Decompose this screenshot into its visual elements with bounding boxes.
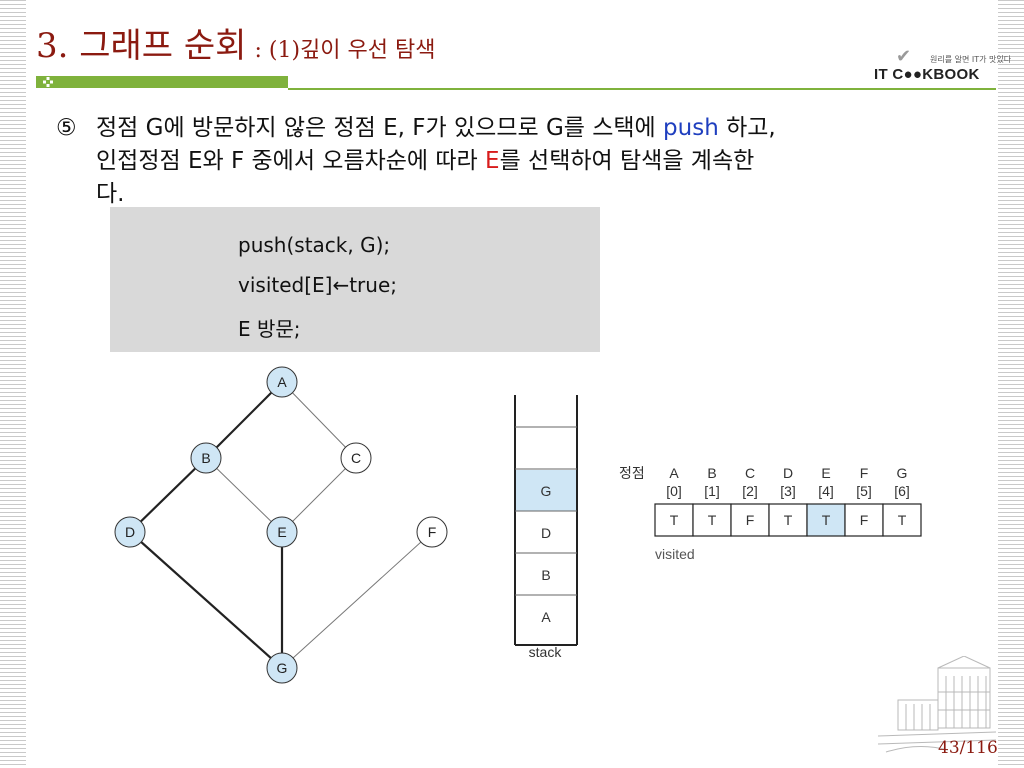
visited-value: T bbox=[784, 512, 793, 528]
text-line2-b: 를 선택하여 탐색을 계속한 bbox=[499, 148, 755, 174]
right-stripe-decoration bbox=[998, 0, 1024, 768]
visited-value: T bbox=[898, 512, 907, 528]
vertex-index: [1] bbox=[704, 483, 720, 499]
it-cookbook-logo: IT C●●KBOOK bbox=[874, 66, 980, 83]
title-main: 3. 그래프 순회 bbox=[36, 26, 247, 66]
code-line-3: E 방문; bbox=[238, 317, 301, 341]
visited-value: T bbox=[708, 512, 717, 528]
vertex-index: [0] bbox=[666, 483, 682, 499]
vertex-header: A bbox=[669, 465, 679, 481]
vertex-header: F bbox=[860, 465, 869, 481]
visited-cell bbox=[692, 503, 732, 537]
stack-item: D bbox=[541, 525, 551, 541]
title-subtitle: : (1)깊이 우선 탐색 bbox=[254, 38, 436, 63]
graph-node-c: C bbox=[340, 442, 372, 474]
graph-edge-c-e bbox=[281, 457, 357, 533]
stack-item: A bbox=[541, 609, 551, 625]
stack-label: stack bbox=[529, 644, 563, 660]
vertex-index: [5] bbox=[856, 483, 872, 499]
visited-cell bbox=[730, 503, 770, 537]
visited-cell bbox=[882, 503, 922, 537]
graph-node-label: C bbox=[351, 450, 361, 466]
vertex-row-label: 정점 bbox=[619, 466, 645, 482]
stack-diagram: G D B A stack bbox=[514, 395, 578, 660]
text-line2-a: 인접정점 E와 F 중에서 오름차순에 따라 bbox=[96, 148, 486, 174]
graph-node-label: A bbox=[277, 374, 287, 390]
stack-top-highlight bbox=[516, 470, 576, 511]
code-box: push(stack, G); visited[E]←true; E 방문; bbox=[110, 207, 600, 352]
explanation-text: ⑤ 정점 G에 방문하지 않은 정점 E, F가 있으므로 G를 스택에 push… bbox=[56, 112, 986, 211]
visited-cell bbox=[806, 503, 846, 537]
vertex-index: [3] bbox=[780, 483, 796, 499]
logo-tagline: 원리를 알면 IT가 맛있다 bbox=[930, 55, 1012, 64]
graph-edge-a-b bbox=[205, 381, 283, 459]
visited-value: T bbox=[822, 512, 831, 528]
visited-cell bbox=[768, 503, 808, 537]
graph-node-label: D bbox=[125, 524, 135, 540]
graph-node-label: B bbox=[201, 450, 210, 466]
vertex-index: [4] bbox=[818, 483, 834, 499]
decorative-cross-icon bbox=[43, 77, 53, 87]
graph-edge-b-e bbox=[205, 457, 283, 533]
stack-item: G bbox=[541, 483, 552, 499]
step-number: ⑤ bbox=[56, 115, 77, 141]
graph-node-label: E bbox=[277, 524, 286, 540]
vertex-header: B bbox=[707, 465, 716, 481]
vertex-header: E bbox=[821, 465, 830, 481]
vertex-header: G bbox=[897, 465, 908, 481]
graph-edge-f-g bbox=[281, 531, 433, 669]
graph-diagram: A B C D E F G bbox=[114, 366, 448, 684]
graph-edge-b-d bbox=[129, 457, 207, 533]
title-underline bbox=[288, 88, 996, 90]
vertex-header: C bbox=[745, 465, 755, 481]
vertex-header: D bbox=[783, 465, 793, 481]
graph-node-f: F bbox=[416, 516, 448, 548]
title-accent-bar bbox=[36, 76, 288, 88]
checkmark-icon: ✔ bbox=[896, 46, 912, 67]
graph-edge-a-c bbox=[281, 381, 357, 459]
visited-caption: visited bbox=[655, 546, 695, 562]
text-line1-b: 하고, bbox=[718, 115, 776, 141]
selected-vertex-e: E bbox=[485, 148, 500, 174]
stack-item: B bbox=[541, 567, 550, 583]
graph-edge-d-g bbox=[129, 531, 283, 669]
page-number: 43/116 bbox=[938, 738, 998, 758]
slide-title: 3. 그래프 순회 : (1)깊이 우선 탐색 bbox=[36, 18, 435, 67]
graph-node-g: G bbox=[266, 652, 298, 684]
building-illustration bbox=[878, 656, 996, 753]
graph-node-e: E bbox=[266, 516, 298, 548]
visited-array: 정점 A [0] T B [1] T C [2] F D [3] T E [4] T F [5] F G [6] T v… bbox=[619, 465, 922, 562]
visited-value: F bbox=[860, 512, 869, 528]
graph-node-b: B bbox=[190, 442, 222, 474]
code-line-2: visited[E]←true; bbox=[238, 273, 397, 297]
left-stripe-decoration bbox=[0, 0, 26, 768]
visited-cell bbox=[654, 503, 694, 537]
vertex-index: [2] bbox=[742, 483, 758, 499]
graph-node-a: A bbox=[266, 366, 298, 398]
text-line3: 다. bbox=[96, 181, 125, 207]
graph-node-label: G bbox=[277, 660, 288, 676]
code-line-1: push(stack, G); bbox=[238, 233, 391, 257]
visited-value: F bbox=[746, 512, 755, 528]
visited-value: T bbox=[670, 512, 679, 528]
text-line2: 인접정점 E와 F 중에서 오름차순에 따라 E를 선택하여 탐색을 계속한 bbox=[56, 145, 986, 178]
graph-node-d: D bbox=[114, 516, 146, 548]
vertex-index: [6] bbox=[894, 483, 910, 499]
graph-node-label: F bbox=[428, 524, 437, 540]
push-keyword: push bbox=[663, 115, 719, 141]
text-line1-a: 정점 G에 방문하지 않은 정점 E, F가 있으므로 G를 스택에 bbox=[96, 115, 664, 141]
